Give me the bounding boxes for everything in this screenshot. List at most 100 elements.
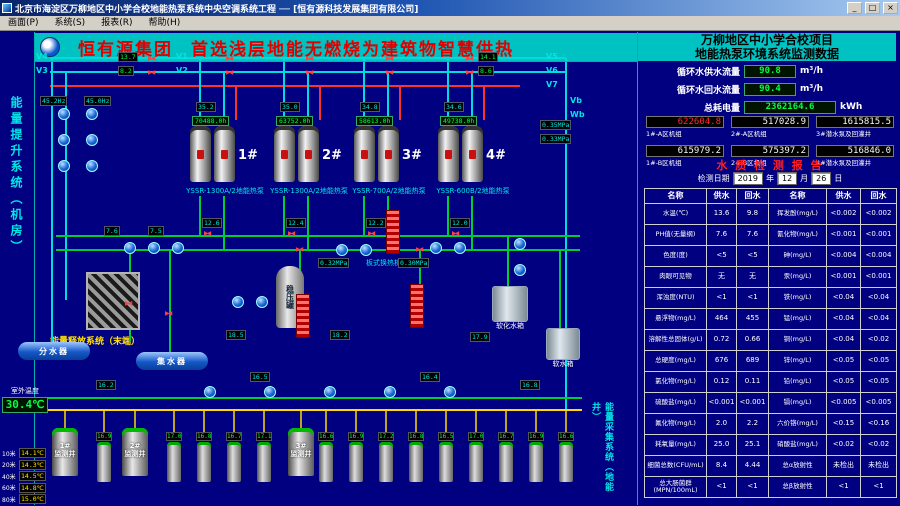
heat-exchanger-label: 板式换热机组	[366, 259, 408, 267]
valve-icon[interactable]: ▶◀	[416, 246, 423, 253]
pump-icon[interactable]	[204, 386, 216, 398]
compressor-cylinder-icon	[274, 126, 295, 182]
wq-cell: 总β放射性	[768, 476, 827, 498]
pump-icon[interactable]	[324, 386, 336, 398]
well-cylinder-icon	[197, 442, 211, 482]
release-system-label: 能量释放系统（末端）	[50, 337, 141, 347]
monitoring-well: 2#监测井	[122, 428, 148, 476]
heat-pump-body: 3#	[354, 126, 424, 182]
valve-icon[interactable]: ▶◀	[386, 69, 393, 76]
well-sensor-value: 17.0	[468, 432, 484, 441]
pump-icon[interactable]	[514, 238, 526, 250]
pump-icon[interactable]	[514, 264, 526, 276]
metric-unit: kWh	[840, 102, 863, 112]
runtime-hours-display: 58613.0h	[356, 116, 394, 126]
pump-icon[interactable]	[256, 296, 268, 308]
well-cylinder-icon	[52, 428, 78, 476]
header-strip	[34, 33, 896, 61]
pump-icon[interactable]	[124, 242, 136, 254]
valve-icon[interactable]: ▶◀	[165, 310, 172, 317]
outdoor-temp-value: 30.4℃	[2, 397, 48, 413]
pump-icon[interactable]	[58, 134, 70, 146]
pump-icon[interactable]	[430, 242, 442, 254]
pump-icon[interactable]	[86, 134, 98, 146]
depth-temp-value: 14.8℃	[19, 482, 46, 493]
sensor-value-box: 12.4	[286, 218, 306, 228]
valve-icon[interactable]: ▶◀	[466, 69, 473, 76]
plate-hx-icon	[410, 284, 424, 328]
valve-icon[interactable]: ▶◀	[148, 55, 155, 62]
heat-exchanger-box-icon	[86, 272, 140, 330]
valve-icon[interactable]: ▶◀	[368, 230, 375, 237]
sensor-value-box: 8.6	[478, 66, 494, 76]
pump-icon[interactable]	[336, 244, 348, 256]
menu-item-system[interactable]: 系统(S)	[54, 17, 86, 28]
pump-icon[interactable]	[86, 108, 98, 120]
well-cylinder-icon	[288, 428, 314, 476]
depth-label: 20米	[2, 462, 16, 469]
monitoring-well: 3#监测井	[288, 428, 314, 476]
valve-icon[interactable]: ▶◀	[226, 55, 233, 62]
valve-icon[interactable]: ▶◀	[386, 55, 393, 62]
pump-icon[interactable]	[360, 244, 372, 256]
valve-icon[interactable]: ▶◀	[125, 300, 132, 307]
well-sensor-value: 16.9	[96, 432, 112, 441]
unit-number-label: 3#	[402, 148, 422, 163]
pump-icon[interactable]	[58, 108, 70, 120]
pump-icon[interactable]	[264, 386, 276, 398]
pump-icon[interactable]	[444, 386, 456, 398]
valve-icon[interactable]: ▶◀	[306, 55, 313, 62]
pump-icon[interactable]	[384, 386, 396, 398]
geothermal-well: 16.9	[96, 432, 112, 482]
pump-icon[interactable]	[58, 160, 70, 172]
geothermal-well: 16.8	[196, 432, 212, 482]
sensor-value-box: 35.2	[196, 102, 216, 112]
well-sensor-value: 17.0	[166, 432, 182, 441]
valve-icon[interactable]: ▶◀	[204, 230, 211, 237]
valve-icon[interactable]: ▶◀	[466, 55, 473, 62]
sensor-value-box: 18.2	[330, 330, 350, 340]
valve-icon[interactable]: ▶◀	[226, 69, 233, 76]
valve-icon[interactable]: ▶◀	[452, 230, 459, 237]
runtime-hours-display: 63752.0h	[276, 116, 314, 126]
pump-icon[interactable]	[148, 242, 160, 254]
well-sensor-value: 16.6	[558, 432, 574, 441]
valve-icon[interactable]: ▶◀	[148, 69, 155, 76]
geothermal-well: 17.0	[468, 432, 484, 482]
well-sensor-value: 16.7	[498, 432, 514, 441]
pump-icon[interactable]	[86, 160, 98, 172]
pump-icon[interactable]	[232, 296, 244, 308]
metric-label: 循环水回水流量	[676, 85, 740, 96]
geothermal-well: 17.1	[256, 432, 272, 482]
pipe-valve-label: V7	[546, 80, 558, 89]
menu-item-screen[interactable]: 画面(P)	[8, 17, 39, 28]
plate-hx-icon	[386, 210, 400, 254]
menu-item-report[interactable]: 报表(R)	[101, 17, 133, 28]
valve-icon[interactable]: ▶◀	[288, 230, 295, 237]
pump-icon[interactable]	[172, 242, 184, 254]
close-button[interactable]: ×	[883, 2, 898, 14]
pump-icon[interactable]	[454, 242, 466, 254]
water-divider-tank: 分水器	[18, 342, 90, 360]
valve-icon[interactable]: ▶◀	[306, 69, 313, 76]
minimize-button[interactable]: _	[847, 2, 862, 14]
energy-counter-label: 1#-B区机组	[646, 159, 682, 167]
metric-unit: m³/h	[800, 84, 824, 94]
menu-item-help[interactable]: 帮助(H)	[148, 17, 181, 28]
well-cylinder-icon	[529, 442, 543, 482]
unit-model-label: YSSR-1300A/2地能热泵	[270, 187, 348, 195]
company-logo-icon	[40, 37, 60, 57]
right-system-title: 能量采集系统（地能井）	[590, 402, 613, 492]
sensor-value-box: 13.7	[118, 52, 138, 62]
maximize-button[interactable]: □	[865, 2, 880, 14]
valve-icon[interactable]: ▶◀	[296, 246, 303, 253]
